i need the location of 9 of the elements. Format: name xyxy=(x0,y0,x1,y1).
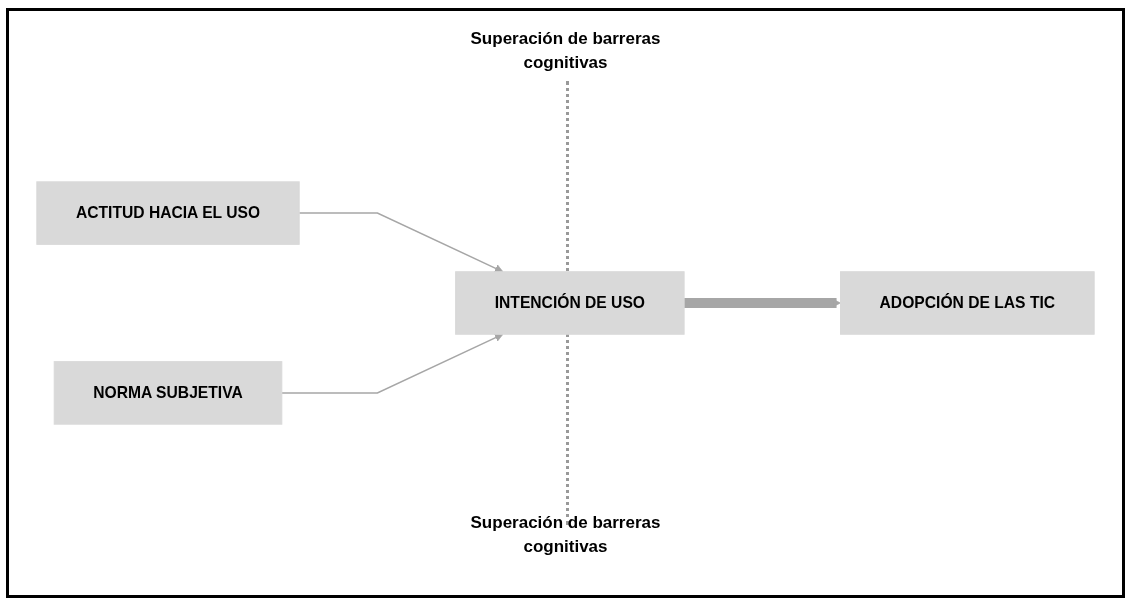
node-box: ACTITUD HACIA EL USO xyxy=(36,181,300,245)
arrow xyxy=(298,212,504,273)
node-box: ADOPCIÓN DE LAS TIC xyxy=(840,271,1095,335)
arrow xyxy=(684,298,841,308)
barrier-label: Superación de barreras cognitivas xyxy=(469,512,662,558)
node-box: INTENCIÓN DE USO xyxy=(455,271,685,335)
barrier-label: Superación de barreras cognitivas xyxy=(469,28,662,74)
node-box: NORMA SUBJETIVA xyxy=(53,361,283,425)
arrow xyxy=(281,333,504,394)
